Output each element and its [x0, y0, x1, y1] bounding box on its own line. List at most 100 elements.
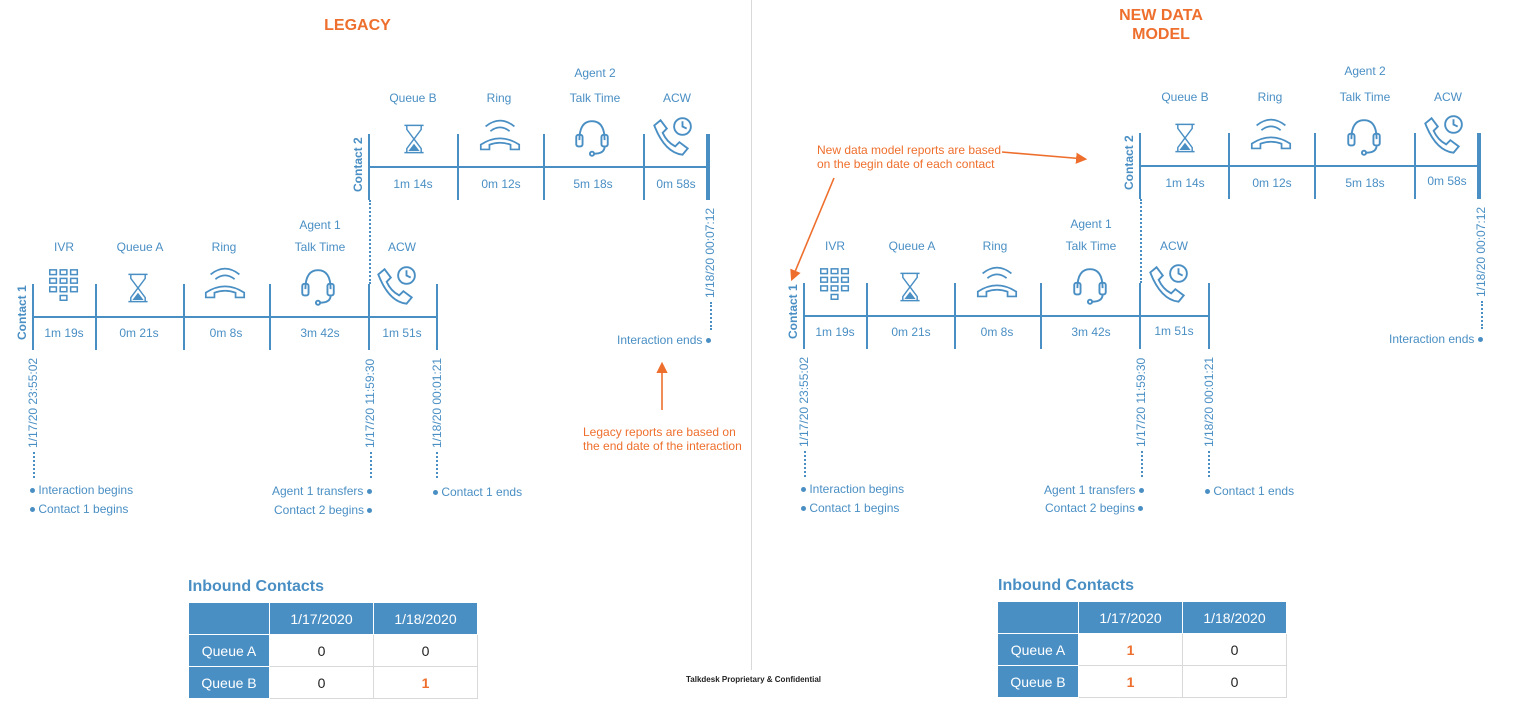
- c2-tick: [643, 134, 645, 200]
- table-cell-highlight: 1: [1078, 633, 1183, 666]
- new-model-note-arrows: [790, 151, 1088, 282]
- c2-phase-queue-b-label: Queue B: [389, 91, 437, 105]
- row-header: Queue A: [997, 633, 1079, 666]
- table-row: Queue B 0 1: [188, 666, 478, 699]
- column-header: 1/18/2020: [1182, 601, 1287, 634]
- hourglass-icon: [1169, 119, 1201, 157]
- c2-phase-ring-label: Ring: [486, 91, 512, 105]
- event-dot: [1138, 488, 1144, 494]
- table-corner: [188, 602, 270, 635]
- legacy-note-arrow: [656, 361, 668, 410]
- c2-tick: [1228, 133, 1230, 199]
- c1-duration-queue-a: 0m 21s: [891, 325, 931, 339]
- new-model-table-title: Inbound Contacts: [998, 577, 1134, 594]
- event-contact-1-ends: Contact 1 ends: [433, 485, 522, 499]
- event-dot: [367, 508, 373, 514]
- headset-icon: [297, 266, 339, 308]
- c1-phase-ring-label: Ring: [982, 239, 1008, 253]
- footer-confidential: Talkdesk Proprietary & Confidential: [686, 675, 821, 684]
- c1-tick: [269, 284, 271, 350]
- c1-tick: [183, 284, 185, 350]
- event-dot: [801, 506, 806, 512]
- dotted-connector: [1208, 451, 1210, 477]
- c1-tick: [95, 284, 97, 350]
- dotted-connector: [33, 452, 35, 478]
- legacy-title: LEGACY: [324, 17, 391, 34]
- c1-phase-acw-label: ACW: [1160, 239, 1188, 253]
- dotted-connector: [436, 452, 438, 478]
- c1-phase-talk-label: Talk Time: [294, 240, 346, 254]
- event-dot: [705, 338, 711, 344]
- c1-phase-queue-a-label: Queue A: [116, 240, 164, 254]
- c1-timeline: [803, 315, 1208, 317]
- new-model-title: NEW DATA MODEL: [1119, 7, 1203, 43]
- contact-1-start-date: 1/17/20 23:55:02: [26, 357, 40, 448]
- event-agent-1-transfers: Agent 1 transfers: [1044, 483, 1144, 497]
- interaction-end-date: 1/18/20 00:07:12: [703, 207, 717, 298]
- dotted-connector: [1140, 199, 1142, 283]
- c1-duration-ring: 0m 8s: [980, 325, 1014, 339]
- c2-phase-acw-label: ACW: [663, 91, 691, 105]
- c2-duration-ring: 0m 12s: [481, 177, 521, 191]
- dotted-connector: [370, 452, 372, 478]
- c1-tick: [1208, 283, 1210, 349]
- event-dot: [30, 507, 35, 513]
- table-row: Queue A 0 0: [188, 634, 478, 667]
- c1-tick: [954, 283, 956, 349]
- c2-end-bar: [1477, 133, 1481, 199]
- c1-duration-queue-a: 0m 21s: [119, 326, 159, 340]
- ringing-phone-icon: [1247, 115, 1295, 155]
- c1-timeline: [32, 316, 436, 318]
- table-cell-highlight: 1: [1078, 665, 1183, 698]
- event-interaction-begins: Interaction begins: [801, 482, 904, 496]
- column-header: 1/17/2020: [269, 602, 374, 635]
- c2-duration-talk: 5m 18s: [1345, 176, 1385, 190]
- ringing-phone-icon: [201, 264, 249, 304]
- hourglass-icon: [122, 269, 154, 307]
- c2-tick: [543, 134, 545, 200]
- c2-end-bar: [706, 134, 710, 200]
- table-corner: [997, 601, 1079, 634]
- dotted-connector: [710, 302, 712, 330]
- event-interaction-ends: Interaction ends: [617, 333, 711, 347]
- event-dot: [30, 488, 35, 494]
- event-contact-2-begins: Contact 2 begins: [274, 503, 373, 517]
- ivr-keypad-icon: [44, 267, 84, 305]
- table-header-row: 1/17/2020 1/18/2020: [997, 601, 1287, 634]
- agent-2-label: Agent 2: [574, 66, 616, 80]
- c2-duration-acw: 0m 58s: [656, 177, 696, 191]
- new-model-inbound-table: 1/17/2020 1/18/2020 Queue A 1 0 Queue B …: [997, 601, 1287, 698]
- c2-phase-acw-label: ACW: [1434, 90, 1462, 104]
- contact-2-label: Contact 2: [351, 137, 365, 192]
- c1-phase-talk-label: Talk Time: [1065, 239, 1117, 253]
- transfer-date: 1/17/20 11:59:30: [363, 358, 377, 448]
- c1-phase-ivr-label: IVR: [53, 240, 74, 254]
- c1-tick: [1139, 283, 1141, 349]
- c1-tick: [866, 283, 868, 349]
- c1-tick: [368, 284, 370, 350]
- c2-duration-talk: 5m 18s: [573, 177, 613, 191]
- c2-phase-talk-label: Talk Time: [1339, 90, 1391, 104]
- contact-2-label: Contact 2: [1122, 135, 1136, 190]
- table-cell: 0: [373, 634, 478, 667]
- event-contact-1-begins: Contact 1 begins: [30, 502, 128, 516]
- c1-duration-acw: 1m 51s: [1154, 324, 1194, 338]
- dotted-connector: [804, 451, 806, 477]
- headset-icon: [1343, 116, 1385, 158]
- event-contact-2-begins: Contact 2 begins: [1045, 501, 1144, 515]
- column-header: 1/18/2020: [373, 602, 478, 635]
- c2-duration-acw: 0m 58s: [1427, 174, 1467, 188]
- table-header-row: 1/17/2020 1/18/2020: [188, 602, 478, 635]
- c1-duration-talk: 3m 42s: [300, 326, 340, 340]
- c1-tick: [436, 284, 438, 350]
- c2-duration-queue-b: 1m 14s: [1165, 176, 1205, 190]
- panel-divider: [751, 0, 752, 670]
- contact-1-start-date: 1/17/20 23:55:02: [797, 356, 811, 447]
- table-row: Queue B 1 0: [997, 665, 1287, 698]
- agent-1-label: Agent 1: [299, 218, 341, 232]
- dotted-connector: [1481, 301, 1483, 329]
- table-cell-highlight: 1: [373, 666, 478, 699]
- c2-phase-talk-label: Talk Time: [569, 91, 621, 105]
- event-dot: [1138, 506, 1144, 512]
- hourglass-icon: [398, 120, 430, 158]
